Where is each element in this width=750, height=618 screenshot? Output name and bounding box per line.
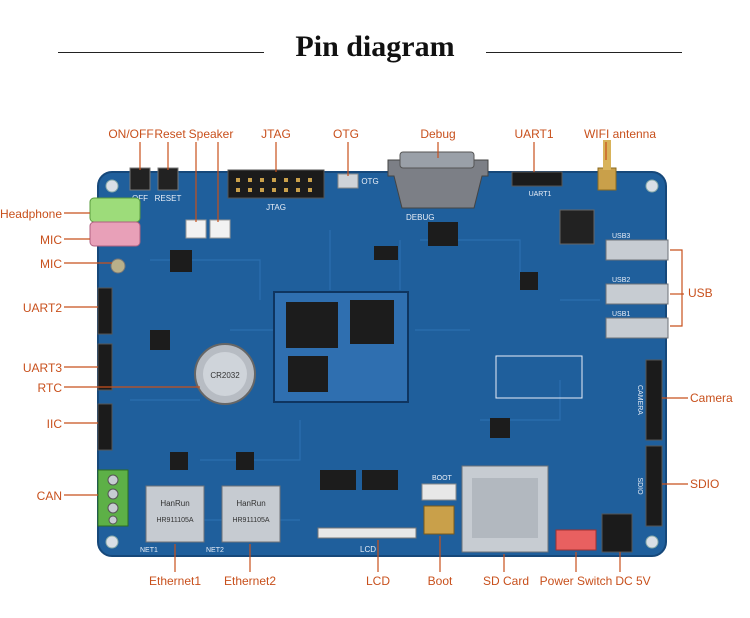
unpopulated-footprint (495, 355, 583, 399)
label-iic: IIC (46, 417, 62, 431)
uart2-header (97, 287, 113, 335)
label-camera: Camera (690, 391, 733, 405)
silk-net2: NET2 (206, 547, 224, 554)
silk-boot: BOOT (432, 475, 453, 482)
sdio-header (645, 445, 663, 527)
label-ethernet1: Ethernet1 (148, 574, 202, 588)
wifi-antenna-connector (597, 167, 617, 191)
silk-magjack-part-1: HR911105A (156, 517, 193, 524)
silk-reset: RESET (155, 194, 182, 203)
on-off-switch (129, 167, 151, 191)
mounting-hole (645, 535, 659, 549)
silk-uart1: UART1 (529, 191, 552, 198)
camera-header (645, 359, 663, 441)
label-speaker: Speaker (188, 127, 234, 141)
speaker-connector (209, 219, 231, 239)
silk-net1: NET1 (140, 547, 158, 554)
label-uart2: UART2 (22, 301, 62, 315)
label-debug: Debug (420, 127, 456, 141)
label-uart3: UART3 (22, 361, 62, 375)
otg-port (337, 173, 359, 189)
core-flash-chip (288, 356, 328, 392)
silk-lcd: LCD (360, 545, 376, 554)
uart3-header (97, 343, 113, 391)
label-mic-2: MIC (40, 257, 62, 271)
wifi-module (559, 209, 595, 245)
silk-debug: DEBUG (406, 213, 434, 222)
silk-sdio: SDIO (636, 477, 643, 495)
silk-battery: CR2032 (210, 371, 240, 380)
jtag-header (227, 169, 325, 199)
label-mic-1: MIC (40, 233, 62, 247)
dc-5v-jack (601, 513, 633, 553)
iic-header (97, 403, 113, 451)
boot-header (421, 483, 457, 501)
debug-db9-connector (387, 159, 489, 209)
mic-electret (110, 258, 126, 274)
silk-camera: CAMERA (636, 385, 643, 415)
silk-otg: OTG (361, 177, 378, 186)
label-boot: Boot (427, 574, 453, 588)
sd-card-window (472, 478, 538, 538)
label-otg: OTG (333, 127, 359, 141)
label-ethernet2: Ethernet2 (223, 574, 277, 588)
silk-magjack-brand-1: HanRun (160, 499, 189, 508)
core-cpu-chip (286, 302, 338, 348)
uart1-header (511, 171, 563, 187)
power-switch (555, 529, 597, 551)
leader-lines (64, 142, 688, 572)
label-power-switch: Power Switch (539, 574, 613, 588)
label-sd-card: SD Card (482, 574, 530, 588)
label-uart1: UART1 (514, 127, 554, 141)
label-can: CAN (36, 489, 62, 503)
silk-jtag: JTAG (266, 203, 286, 212)
silk-magjack-part-2: HR911105A (232, 517, 269, 524)
can-terminal-screws (107, 474, 119, 525)
label-jtag: JTAG (261, 127, 291, 141)
label-headphone: Headphone (0, 207, 62, 221)
label-sdio: SDIO (690, 477, 720, 491)
label-usb: USB (688, 286, 713, 300)
db9-shell (399, 151, 475, 169)
speaker-connector (185, 219, 207, 239)
label-dc-5v: DC 5V (615, 574, 651, 588)
label-wifi-antenna: WIFI antenna (583, 127, 657, 141)
mounting-hole (105, 179, 119, 193)
silk-magjack-brand-2: HanRun (236, 499, 265, 508)
label-rtc: RTC (37, 381, 62, 395)
silk-usb2: USB2 (612, 277, 630, 284)
reset-button (157, 167, 179, 191)
wifi-antenna-stem (603, 140, 611, 170)
lcd-connector (317, 527, 417, 539)
label-reset: Reset (154, 127, 186, 141)
usb2-port (605, 283, 669, 305)
silk-usb3: USB3 (612, 233, 630, 240)
boot-switch (423, 505, 455, 535)
page-title: Pin diagram (295, 30, 455, 63)
jtag-pins (236, 178, 312, 192)
title-rule-left (58, 52, 264, 53)
title-rule-right (486, 52, 682, 53)
headphone-jack (89, 197, 141, 223)
misc-ics (150, 222, 538, 490)
mounting-holes (105, 179, 659, 549)
ethernet2-jack (221, 485, 281, 543)
label-lcd: LCD (365, 574, 391, 588)
ethernet1-jack (145, 485, 205, 543)
silk-off: OFF (132, 194, 148, 203)
rtc-battery-face (203, 352, 247, 396)
silk-usb1: USB1 (612, 311, 630, 318)
mounting-hole (105, 535, 119, 549)
mic-jack (89, 221, 141, 247)
mounting-hole (645, 179, 659, 193)
usb3-port (605, 239, 669, 261)
label-on-off: ON/OFF (108, 127, 154, 141)
core-ram-chip (350, 300, 394, 344)
usb1-port (605, 317, 669, 339)
